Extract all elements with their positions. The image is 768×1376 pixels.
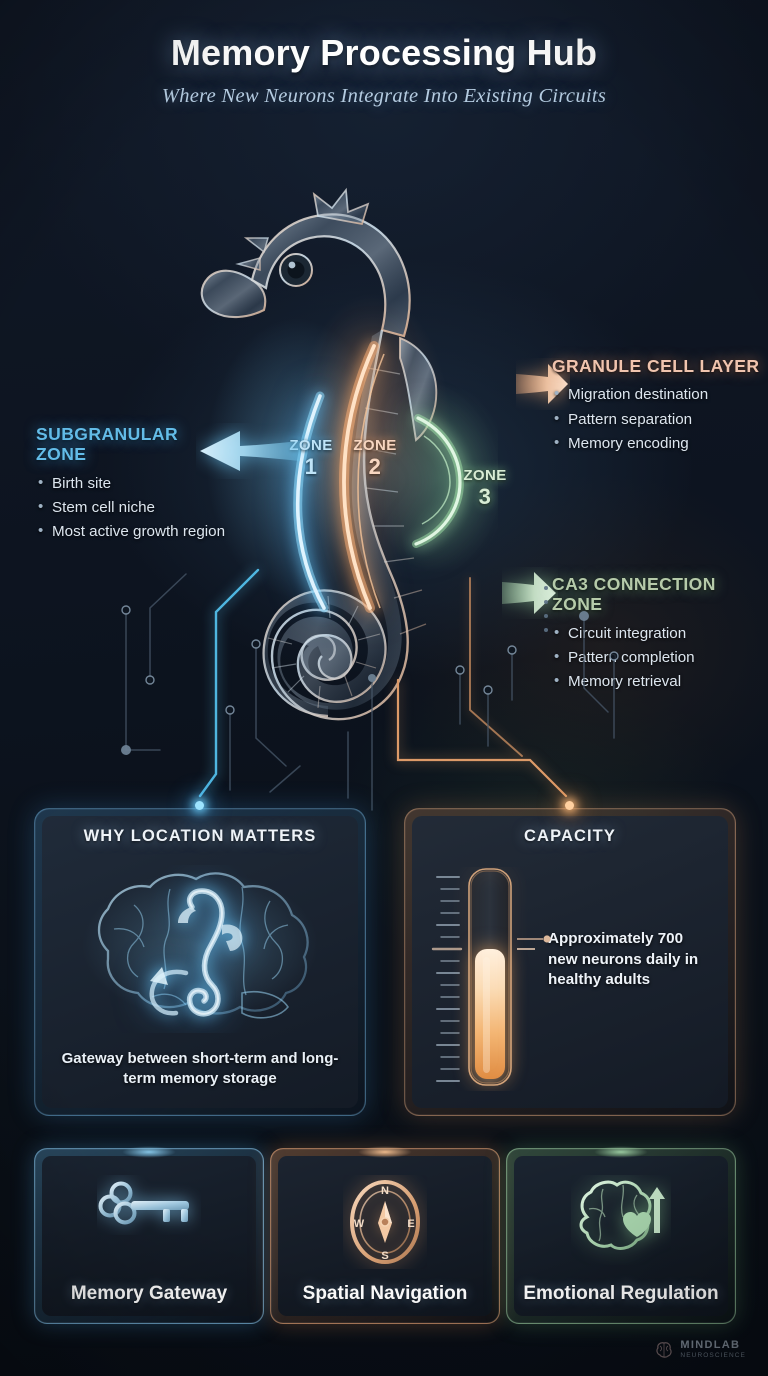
panel-title: WHY LOCATION MATTERS	[83, 827, 317, 845]
page-title: Memory Processing Hub	[170, 32, 598, 73]
function-card-emotional-regulation[interactable]: Emotional Regulation	[506, 1146, 736, 1324]
function-card-memory-gateway[interactable]: Memory Gateway	[34, 1146, 264, 1324]
capacity-gauge-icon	[431, 867, 541, 1096]
capacity-leader-line	[517, 935, 551, 943]
header: Memory Processing Hub Where New Neurons …	[0, 32, 768, 108]
list-item: Migration destination	[552, 383, 767, 406]
brain-heart-icon	[571, 1175, 671, 1270]
function-card-spatial-navigation[interactable]: N E S W Spatial Navigation	[270, 1146, 500, 1324]
compass-n: N	[381, 1185, 389, 1197]
footer-tagline: NEUROSCIENCE	[680, 1352, 746, 1360]
panel-title: CAPACITY	[524, 827, 616, 845]
list-item: Pattern completion	[552, 646, 767, 669]
list-item: Pattern separation	[552, 407, 767, 431]
compass-e: E	[407, 1218, 414, 1230]
footer-brand: MINDLAB	[680, 1339, 741, 1352]
compass-s: S	[381, 1250, 388, 1262]
panel-capacity: CAPACITY	[404, 808, 736, 1116]
key-icon	[97, 1175, 201, 1240]
list-item: Circuit integration	[552, 622, 767, 645]
card-label: Emotional Regulation	[523, 1283, 719, 1305]
connector-node-capacity	[565, 801, 574, 810]
annotation-ca3-connection-zone: CA3 CONNECTION ZONE Circuit integration …	[552, 574, 767, 695]
panel-caption: Gateway between short-term and long-term…	[61, 1049, 339, 1087]
annotation-bullet-list: Circuit integration Pattern completion M…	[552, 622, 767, 693]
brain-logo-icon	[656, 1342, 673, 1358]
compass-w: W	[354, 1218, 365, 1230]
arrow-right-ca3	[502, 567, 558, 624]
brain-seahorse-icon	[74, 865, 326, 1038]
annotation-bullet-list: Migration destination Pattern separation…	[552, 383, 767, 455]
compass-icon: N E S W	[343, 1175, 427, 1274]
list-item: Stem cell niche	[36, 496, 226, 519]
annotation-subgranular-zone: SUBGRANULAR ZONE Birth site Stem cell ni…	[36, 424, 226, 545]
list-item: Memory retrieval	[552, 670, 767, 693]
page-subtitle: Where New Neurons Integrate Into Existin…	[161, 85, 607, 107]
annotation-heading: GRANULE CELL LAYER	[552, 356, 760, 376]
list-item: Most active growth region	[36, 520, 226, 543]
annotation-heading: SUBGRANULAR ZONE	[36, 424, 179, 465]
card-label: Memory Gateway	[70, 1283, 228, 1305]
annotation-bullet-list: Birth site Stem cell niche Most active g…	[36, 472, 226, 543]
annotation-heading: CA3 CONNECTION ZONE	[552, 574, 716, 615]
list-item: Birth site	[36, 472, 226, 495]
annotation-granule-cell-layer: GRANULE CELL LAYER Migration destination…	[552, 356, 767, 457]
card-label: Spatial Navigation	[302, 1283, 468, 1305]
footer-watermark: MINDLAB NEUROSCIENCE	[654, 1340, 746, 1360]
list-item: Memory encoding	[552, 432, 767, 455]
panel-why-location-matters: WHY LOCATION MATTERS	[34, 808, 366, 1116]
capacity-note: Approximately 700 new neurons daily in h…	[548, 930, 699, 989]
connector-node-why	[195, 801, 204, 810]
